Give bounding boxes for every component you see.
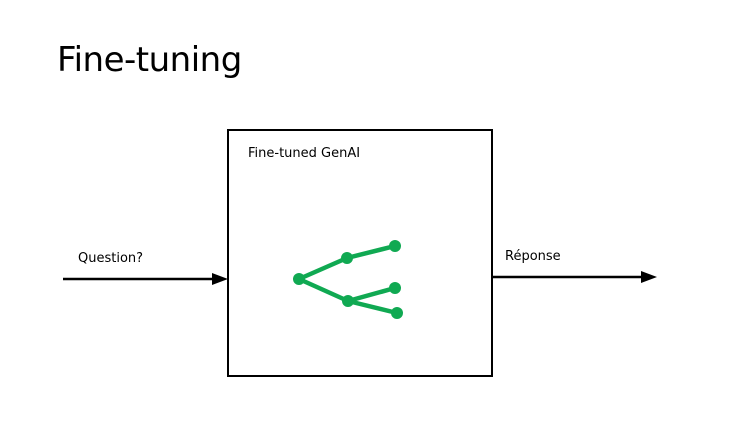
output-arrowhead-icon xyxy=(641,271,657,283)
input-arrowhead-icon xyxy=(212,273,228,285)
output-arrow xyxy=(492,271,657,283)
slide-title: Fine-tuning xyxy=(57,40,242,80)
output-label: Réponse xyxy=(505,249,561,264)
genai-box-label: Fine-tuned GenAI xyxy=(248,146,361,161)
input-arrow xyxy=(63,273,228,285)
genai-box: Fine-tuned GenAI xyxy=(227,129,493,377)
input-label: Question? xyxy=(78,251,144,266)
network-graph-icon xyxy=(293,240,403,319)
